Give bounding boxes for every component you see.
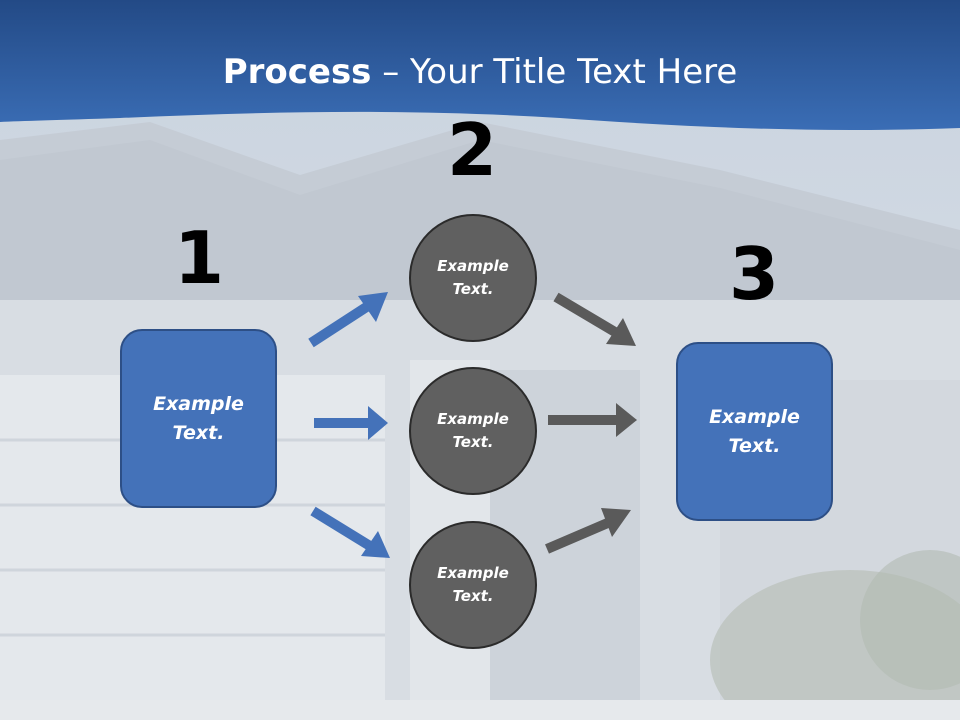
step-number-1: 1 bbox=[173, 216, 225, 300]
step-number-3: 3 bbox=[728, 232, 780, 316]
middle-circle-center-label: Example Text. bbox=[437, 410, 509, 451]
middle-circle-center[interactable]: Example Text. bbox=[409, 367, 537, 495]
step-number-2: 2 bbox=[446, 108, 498, 192]
end-box[interactable]: Example Text. bbox=[676, 342, 833, 521]
middle-circle-top[interactable]: Example Text. bbox=[409, 214, 537, 342]
title-emphasis: Process bbox=[222, 52, 372, 92]
title-text: – Your Title Text Here bbox=[371, 52, 738, 92]
middle-circle-bottom[interactable]: Example Text. bbox=[409, 521, 537, 649]
slide-title: Process – Your Title Text Here bbox=[0, 52, 960, 92]
middle-circle-top-label: Example Text. bbox=[437, 257, 509, 298]
end-box-label: Example Text. bbox=[709, 405, 800, 457]
middle-circle-bottom-label: Example Text. bbox=[437, 564, 509, 605]
start-box[interactable]: Example Text. bbox=[120, 329, 277, 508]
start-box-label: Example Text. bbox=[153, 392, 244, 444]
